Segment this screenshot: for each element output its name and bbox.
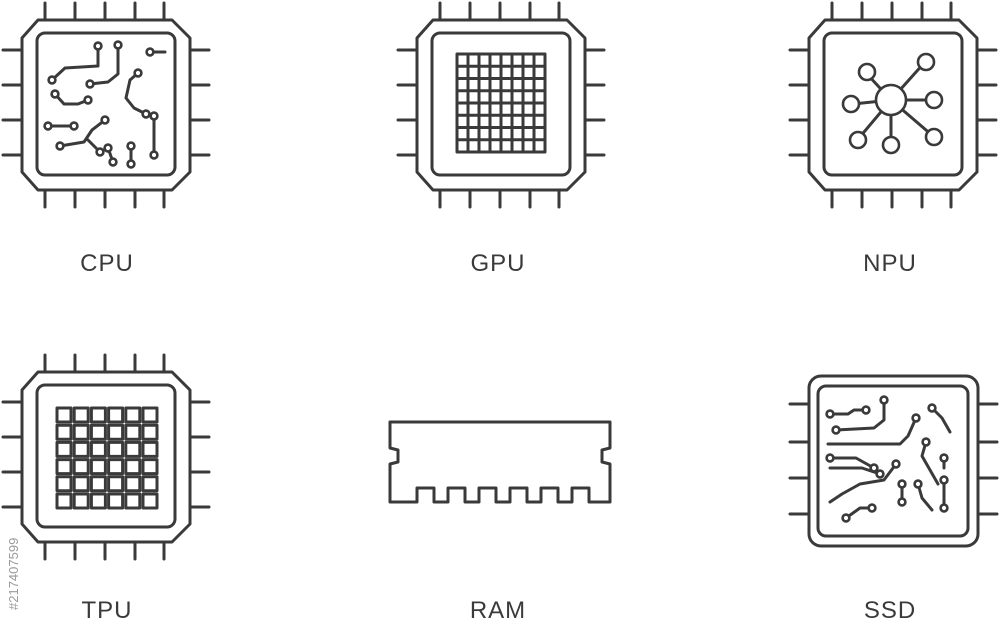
tpu-label: TPU <box>81 597 133 624</box>
gpu-label: GPU <box>470 250 526 277</box>
ssd-icon <box>788 372 1000 550</box>
ram-label: RAM <box>469 597 527 624</box>
cpu-label: CPU <box>80 250 134 277</box>
cpu-icon <box>0 0 215 215</box>
tpu-icon <box>0 352 215 567</box>
watermark-id-text: #217407599 <box>6 537 21 610</box>
watermark-id: #217407599 <box>6 380 32 610</box>
gpu-icon <box>395 0 610 215</box>
ram-icon <box>388 420 612 506</box>
ssd-label: SSD <box>863 597 917 624</box>
npu-icon <box>787 0 1000 215</box>
npu-label: NPU <box>863 250 917 277</box>
